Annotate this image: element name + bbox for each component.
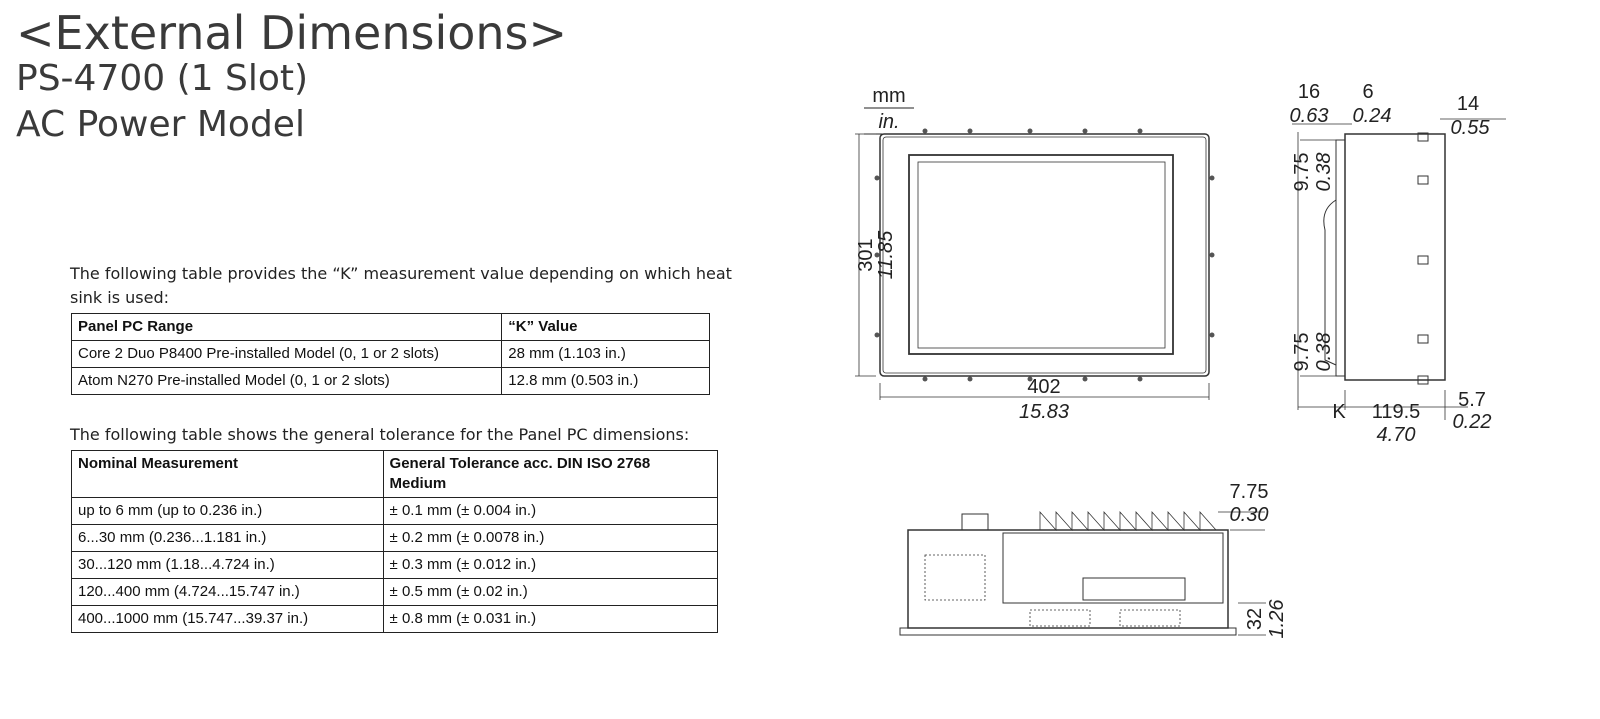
unit-in-label: in. (878, 111, 899, 133)
bottom-height-mm: 32 (1244, 608, 1266, 630)
bottom-bezel (899, 627, 1237, 636)
side-upper-in: 0.38 (1313, 153, 1335, 192)
side-top-b-in: 0.24 (1353, 105, 1392, 127)
side-top-a-mm: 16 (1298, 81, 1320, 103)
table-cell: 30...120 mm (1.18...4.724 in.) (71, 551, 384, 579)
table-header-row: Nominal Measurement General Tolerance ac… (71, 450, 719, 498)
table-row: Core 2 Duo P8400 Pre-installed Model (0,… (70, 340, 710, 368)
table-cell: ± 0.8 mm (± 0.031 in.) (382, 605, 719, 633)
side-depth-in: 4.70 (1377, 424, 1416, 446)
table-cell: 28 mm (1.103 in.) (501, 340, 710, 368)
front-height-in: 11.85 (875, 230, 897, 279)
k-table-intro: The following table provides the “K” mea… (70, 264, 732, 307)
side-bezel (1335, 139, 1346, 377)
display-screen (917, 161, 1166, 349)
io-panel (1002, 532, 1224, 604)
side-tail-in: 0.22 (1453, 411, 1492, 433)
table-row: 6...30 mm (0.236...1.181 in.) ± 0.2 mm (… (71, 524, 719, 552)
table-cell: up to 6 mm (up to 0.236 in.) (71, 497, 384, 525)
table-cell: ± 0.1 mm (± 0.004 in.) (382, 497, 719, 525)
side-body (1344, 133, 1446, 381)
vent-grille (1029, 609, 1091, 627)
bottom-fin-in: 0.30 (1230, 504, 1269, 526)
side-right-mm: 14 (1457, 93, 1479, 115)
side-depth-mm: 119.5 (1372, 401, 1421, 423)
display-frame (908, 154, 1174, 355)
column-header: Nominal Measurement (71, 450, 384, 498)
page-title: <External Dimensions> (16, 6, 568, 60)
tolerance-table: Nominal Measurement General Tolerance ac… (71, 450, 719, 633)
front-bezel (879, 133, 1210, 377)
power-connector (961, 513, 989, 531)
vent-grille (1119, 609, 1181, 627)
side-upper-mm: 9.75 (1291, 153, 1313, 192)
side-top-a-in: 0.63 (1290, 105, 1329, 127)
side-stand (1323, 199, 1337, 366)
model-name: PS-4700 (1 Slot) (16, 58, 309, 99)
table-row: 30...120 mm (1.18...4.724 in.) ± 0.3 mm … (71, 551, 719, 579)
column-header: Panel PC Range (70, 313, 503, 341)
mounting-studs (874, 128, 1215, 382)
table-cell: Atom N270 Pre-installed Model (0, 1 or 2… (70, 367, 503, 395)
table-row: 120...400 mm (4.724...15.747 in.) ± 0.5 … (71, 578, 719, 606)
vent-grille (924, 554, 986, 601)
bottom-height-in: 1.26 (1266, 599, 1288, 639)
table-cell: ± 0.2 mm (± 0.0078 in.) (382, 524, 719, 552)
table-row: 400...1000 mm (15.747...39.37 in.) ± 0.8… (71, 605, 719, 633)
table-header-row: Panel PC Range “K” Value (70, 313, 710, 341)
bottom-fin-mm: 7.75 (1230, 481, 1269, 503)
side-k-label: K (1332, 401, 1346, 423)
table-cell: 12.8 mm (0.503 in.) (501, 367, 710, 395)
front-width-in: 15.83 (1019, 401, 1069, 423)
table-row: up to 6 mm (up to 0.236 in.) ± 0.1 mm (±… (71, 497, 719, 525)
column-header: General Tolerance acc. DIN ISO 2768 Medi… (382, 450, 719, 498)
bottom-view (899, 510, 1266, 636)
heat-sink-fins (1039, 510, 1217, 532)
tolerance-table-intro: The following table shows the general to… (70, 425, 690, 444)
k-value-table: Panel PC Range “K” Value Core 2 Duo P840… (70, 313, 710, 395)
table-cell: Core 2 Duo P8400 Pre-installed Model (0,… (70, 340, 503, 368)
table-row: Atom N270 Pre-installed Model (0, 1 or 2… (70, 367, 710, 395)
side-lower-in: 0.38 (1313, 333, 1335, 372)
column-header: “K” Value (501, 313, 710, 341)
front-width-mm: 402 (1027, 376, 1060, 398)
side-right-in: 0.55 (1451, 117, 1491, 139)
table-cell: ± 0.3 mm (± 0.012 in.) (382, 551, 719, 579)
side-view (1292, 118, 1506, 420)
side-connectors (1417, 132, 1429, 385)
front-view (855, 128, 1215, 400)
side-tail-mm: 5.7 (1458, 389, 1486, 411)
unit-legend: mm in. (864, 85, 914, 135)
front-height-mm: 301 (855, 238, 877, 271)
unit-mm-label: mm (872, 85, 905, 107)
side-lower-mm: 9.75 (1291, 333, 1313, 372)
front-bezel-inner (882, 136, 1207, 374)
expansion-slot (1082, 577, 1186, 601)
bottom-body (907, 529, 1229, 629)
model-variant: AC Power Model (16, 104, 305, 145)
side-top-b-mm: 6 (1362, 81, 1373, 103)
table-cell: 400...1000 mm (15.747...39.37 in.) (71, 605, 384, 633)
table-cell: 6...30 mm (0.236...1.181 in.) (71, 524, 384, 552)
